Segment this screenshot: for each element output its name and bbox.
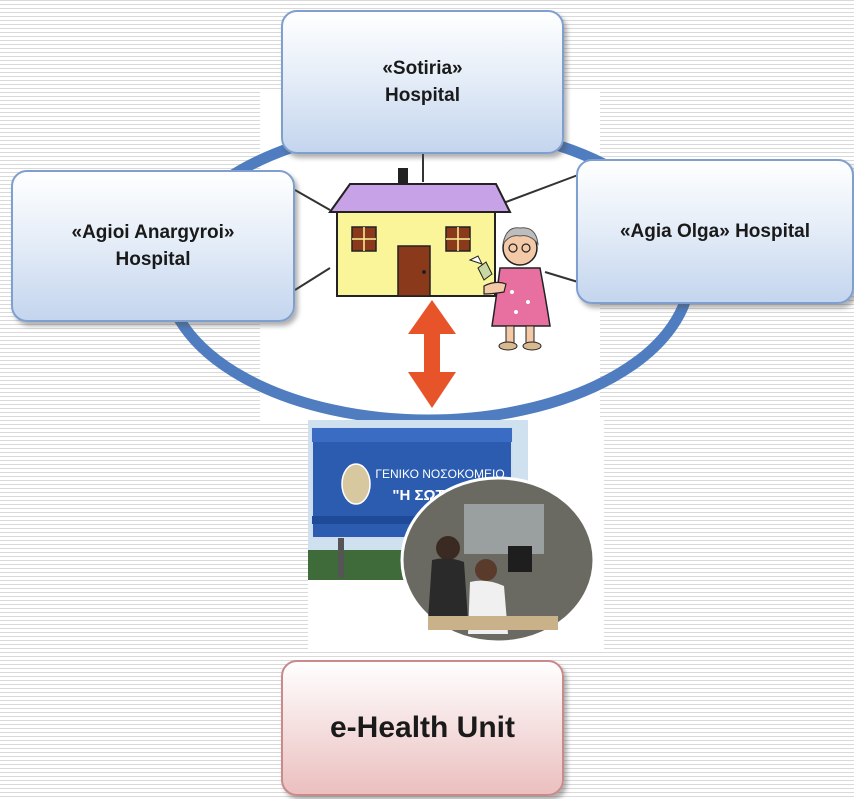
double-arrow-icon bbox=[408, 300, 456, 408]
agioi-anargyroi-hospital-name: «Agioi Anargyroi» bbox=[71, 222, 235, 243]
connector-line-olga bbox=[497, 174, 579, 206]
ehealth-unit-node: e-Health Unit bbox=[281, 660, 564, 796]
elderly-woman-icon bbox=[468, 227, 551, 351]
sign-portrait bbox=[341, 463, 371, 505]
agia-olga-hospital-node: «Agia Olga» Hospital bbox=[576, 159, 854, 304]
sotiria-hospital-suffix: Hospital bbox=[385, 85, 460, 106]
connector-line-agioi bbox=[294, 189, 331, 211]
connector-line-olga-lower bbox=[544, 271, 579, 283]
connector-line-agioi-lower bbox=[294, 267, 331, 291]
sotiria-hospital-node: «Sotiria» Hospital bbox=[281, 10, 564, 154]
ehealth-unit-photo: ΓΕΝΙΚΟ ΝΟΣΟΚΟΜΕΙΟ "Η ΣΩΤΗΡΙΑ" bbox=[308, 420, 604, 652]
agia-olga-hospital-label: «Agia Olga» Hospital bbox=[619, 221, 811, 242]
agioi-anargyroi-hospital-suffix: Hospital bbox=[115, 249, 191, 270]
house-icon bbox=[328, 168, 512, 297]
sotiria-hospital-name: «Sotiria» bbox=[382, 58, 463, 79]
ehealth-unit-label: e-Health Unit bbox=[329, 711, 515, 744]
agioi-anargyroi-hospital-node: «Agioi Anargyroi» Hospital bbox=[11, 170, 295, 322]
sign-text-line-1: ΓΕΝΙΚΟ ΝΟΣΟΚΟΜΕΙΟ bbox=[375, 467, 504, 481]
